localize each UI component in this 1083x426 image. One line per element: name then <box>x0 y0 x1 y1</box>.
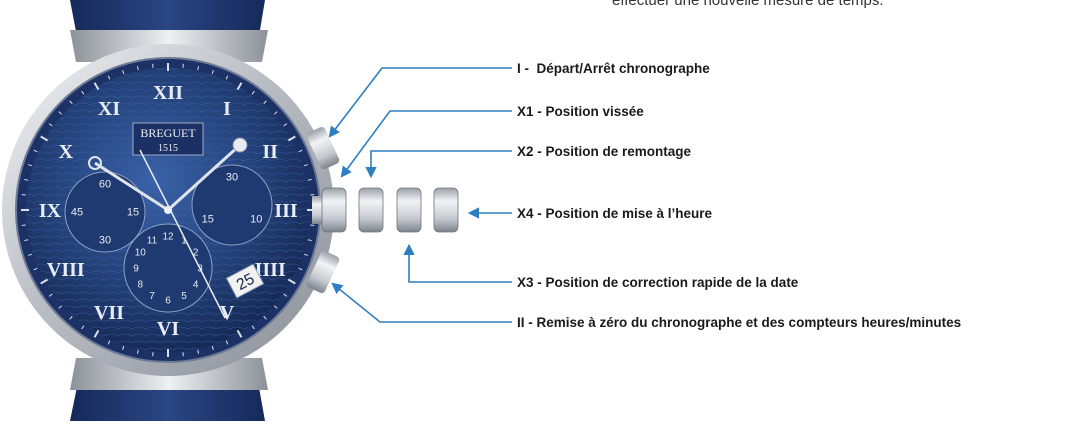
subdial-number: 8 <box>138 279 144 290</box>
subdial-number: 45 <box>71 207 83 219</box>
callout-line-crown-winding <box>371 151 512 176</box>
crown-x4 <box>434 188 458 232</box>
roman-numeral: X <box>59 141 74 163</box>
subdial-number: 4 <box>193 279 199 290</box>
roman-numeral: XII <box>153 82 183 104</box>
roman-numeral: III <box>274 200 298 222</box>
subdial-number: 15 <box>127 207 139 219</box>
roman-numeral: IX <box>39 200 62 222</box>
crown-x1 <box>322 188 346 232</box>
callout-label-pusher-reset: II - Remise à zéro du chronographe et de… <box>517 315 961 330</box>
subdial-number: 11 <box>147 236 158 247</box>
subdial-number: 10 <box>250 214 262 226</box>
subdial-number: 7 <box>149 291 155 302</box>
subdial-number: 12 <box>162 231 174 242</box>
roman-numeral: VII <box>94 302 124 324</box>
subdial-number: 6 <box>165 295 171 306</box>
hand-pivot <box>164 206 172 214</box>
subdial-number: 15 <box>202 214 214 226</box>
subdial-number: 60 <box>99 179 111 191</box>
callout-label-crown-time-setting: X4 - Position de mise à l’heure <box>517 206 713 221</box>
crown-x2 <box>359 188 383 232</box>
subdial-number: 9 <box>133 263 139 274</box>
crown-x3 <box>397 188 421 232</box>
subdial-number: 10 <box>135 247 147 258</box>
callout-line-crown-date-correction <box>409 246 512 282</box>
minute-hand-tip <box>233 138 247 152</box>
roman-numeral: VIII <box>47 259 85 281</box>
callout-line-pusher-reset <box>333 284 512 322</box>
callout-label-pusher-start-stop: I - Départ/Arrêt chronographe <box>517 61 710 76</box>
callout-label-crown-date-correction: X3 - Position de correction rapide de la… <box>517 275 799 290</box>
callout-line-pusher-start-stop <box>330 68 512 136</box>
callout-label-crown-screwed: X1 - Position vissée <box>517 104 644 119</box>
subdial-number: 30 <box>99 235 111 247</box>
callout-line-crown-screwed <box>342 111 512 176</box>
callout-label-crown-winding: X2 - Position de remontage <box>517 144 692 159</box>
brand-name: BREGUET <box>140 126 196 140</box>
caption-text: effectuer une nouvelle mesure de temps. <box>612 0 1072 9</box>
subdial-number: 5 <box>181 291 187 302</box>
subdial-number: 30 <box>226 172 238 184</box>
roman-numeral: VI <box>157 318 179 340</box>
brand-number: 1515 <box>158 143 178 154</box>
roman-numeral: II <box>262 141 278 163</box>
roman-numeral: I <box>223 98 231 120</box>
roman-numeral: XI <box>98 98 120 120</box>
